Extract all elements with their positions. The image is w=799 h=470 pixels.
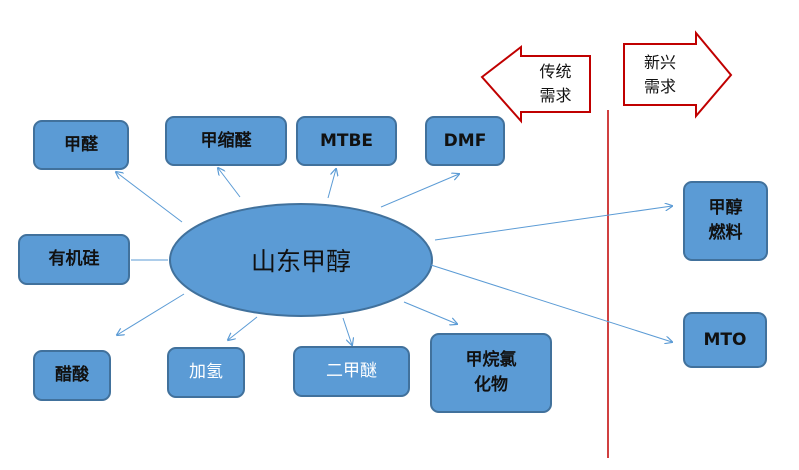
center-node-label: 山东甲醇 xyxy=(250,247,351,276)
node-dme-label: 二甲醚 xyxy=(326,361,377,382)
emerging-demand-label: 新兴 需求 xyxy=(643,52,676,96)
center-ellipse xyxy=(169,203,433,317)
connector-acetic-acid xyxy=(117,293,185,335)
node-dme: 二甲醚 xyxy=(293,346,410,397)
node-mtbe-label: MTBE xyxy=(319,130,374,151)
node-methanol-fuel: 甲醇 燃料 xyxy=(683,181,768,261)
connector-hydrogenation xyxy=(228,316,258,340)
emerging-arrow-shape xyxy=(623,30,733,119)
node-mtbe: MTBE xyxy=(296,116,397,166)
traditional-demand-label: 传统 需求 xyxy=(539,62,572,105)
connector-mtbe xyxy=(327,169,336,199)
node-methylal-label: 甲缩醛 xyxy=(200,130,252,151)
connector-mto xyxy=(430,264,672,342)
node-mto-label: MTO xyxy=(703,329,747,350)
node-dmf-label: DMF xyxy=(443,130,487,151)
node-hydrogenation: 加氢 xyxy=(167,347,245,398)
connector-dme xyxy=(342,317,352,345)
node-organosilicon-label: 有机硅 xyxy=(48,249,100,270)
connector-dmf xyxy=(380,174,459,208)
node-hydrogenation-label: 加氢 xyxy=(189,362,223,383)
node-methane-chloride: 甲烷氯 化物 xyxy=(430,333,552,413)
node-methylal: 甲缩醛 xyxy=(165,116,287,166)
node-methanol-fuel-label: 甲醇 燃料 xyxy=(708,198,743,243)
node-acetic-acid-label: 醋酸 xyxy=(55,365,89,386)
node-acetic-acid: 醋酸 xyxy=(33,350,111,401)
traditional-arrow-shape xyxy=(480,44,591,124)
node-formaldehyde: 甲醛 xyxy=(33,120,129,170)
node-formaldehyde-label: 甲醛 xyxy=(64,134,98,155)
connector-methane-chloride xyxy=(403,301,457,324)
connector-methylal xyxy=(218,168,241,198)
node-mto: MTO xyxy=(683,312,767,368)
node-dmf: DMF xyxy=(425,116,505,166)
node-organosilicon: 有机硅 xyxy=(18,234,130,285)
connector-formaldehyde xyxy=(116,172,183,223)
connector-methanol-fuel xyxy=(434,206,672,241)
node-methane-chloride-label: 甲烷氯 化物 xyxy=(465,350,517,395)
